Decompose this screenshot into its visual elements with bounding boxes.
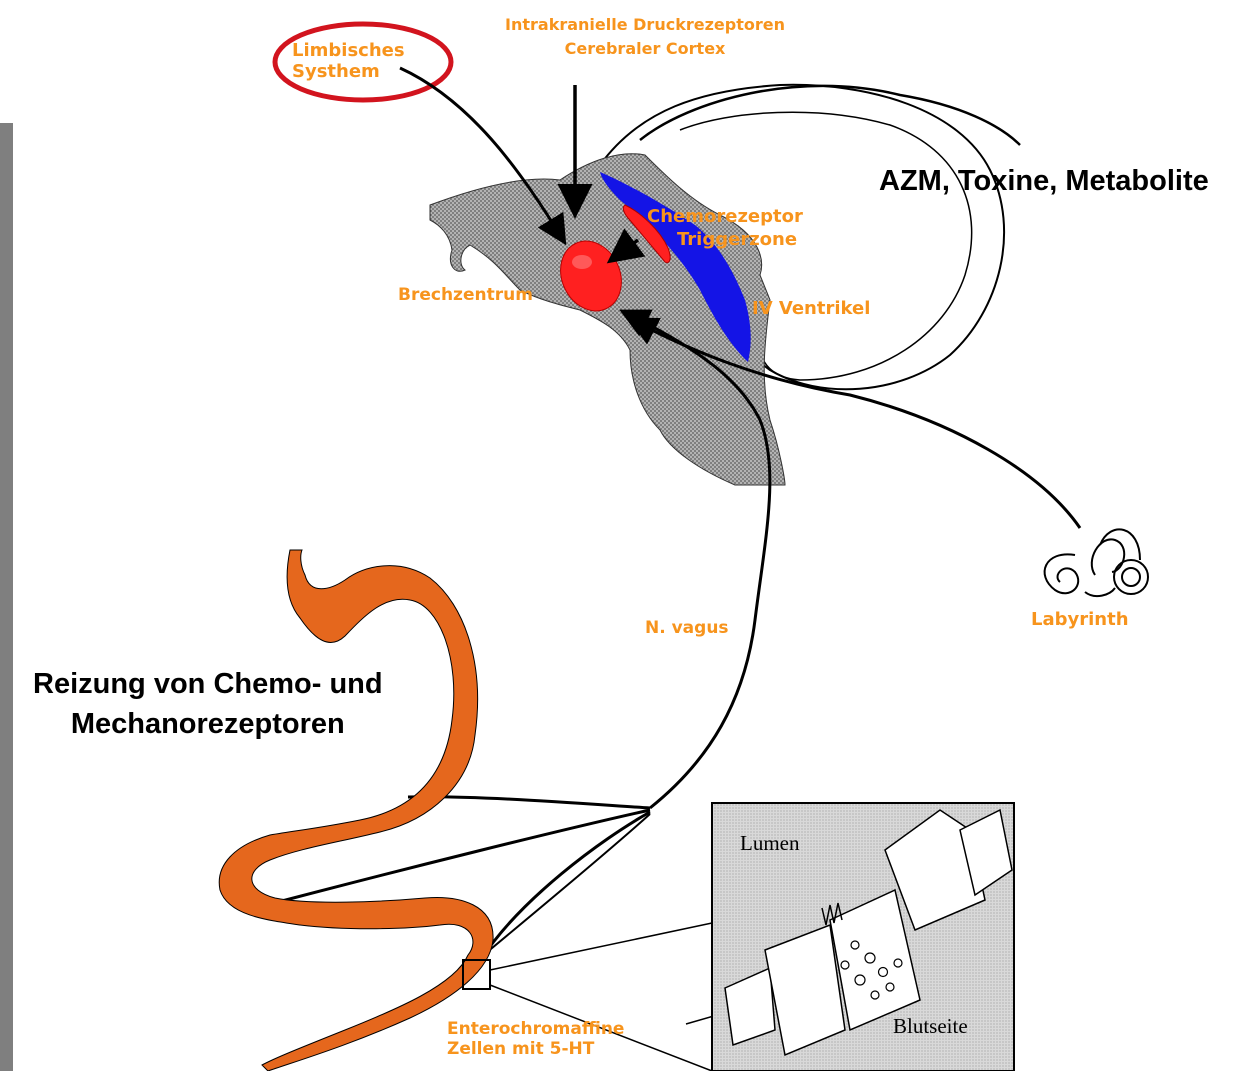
inset-leader-top [490, 923, 712, 970]
azm-label: AZM, Toxine, Metabolite [879, 166, 1209, 196]
intracranial-label: Intrakranielle Druckrezeptoren Cerebrale… [486, 13, 804, 61]
labyrinth-label: Labyrinth [1031, 611, 1129, 630]
chemo-mechano-label: Reizung von Chemo- und Mechanorezeptoren [33, 664, 383, 744]
vagus-branch-4 [480, 814, 650, 958]
vagus-branch-2 [278, 810, 650, 902]
labyrinth-icon [1045, 529, 1148, 596]
blood-side-label: Blutseite [893, 1015, 968, 1037]
vomiting-center-label: Brechzentrum [398, 287, 533, 305]
enterochromaffin-label: Enterochromaffine Zellen mit 5-HT [447, 1019, 624, 1059]
fourth-ventricle-label: IV Ventrikel [752, 300, 870, 319]
lumen-label: Lumen [740, 832, 799, 854]
limbic-system-label: Limbisches Systhem [292, 40, 405, 82]
chemoreceptor-label: Chemorezeptor Triggerzone [647, 205, 803, 251]
stomach [219, 550, 493, 1071]
vagus-label: N. vagus [645, 620, 729, 638]
vomiting-center-highlight [572, 255, 592, 269]
